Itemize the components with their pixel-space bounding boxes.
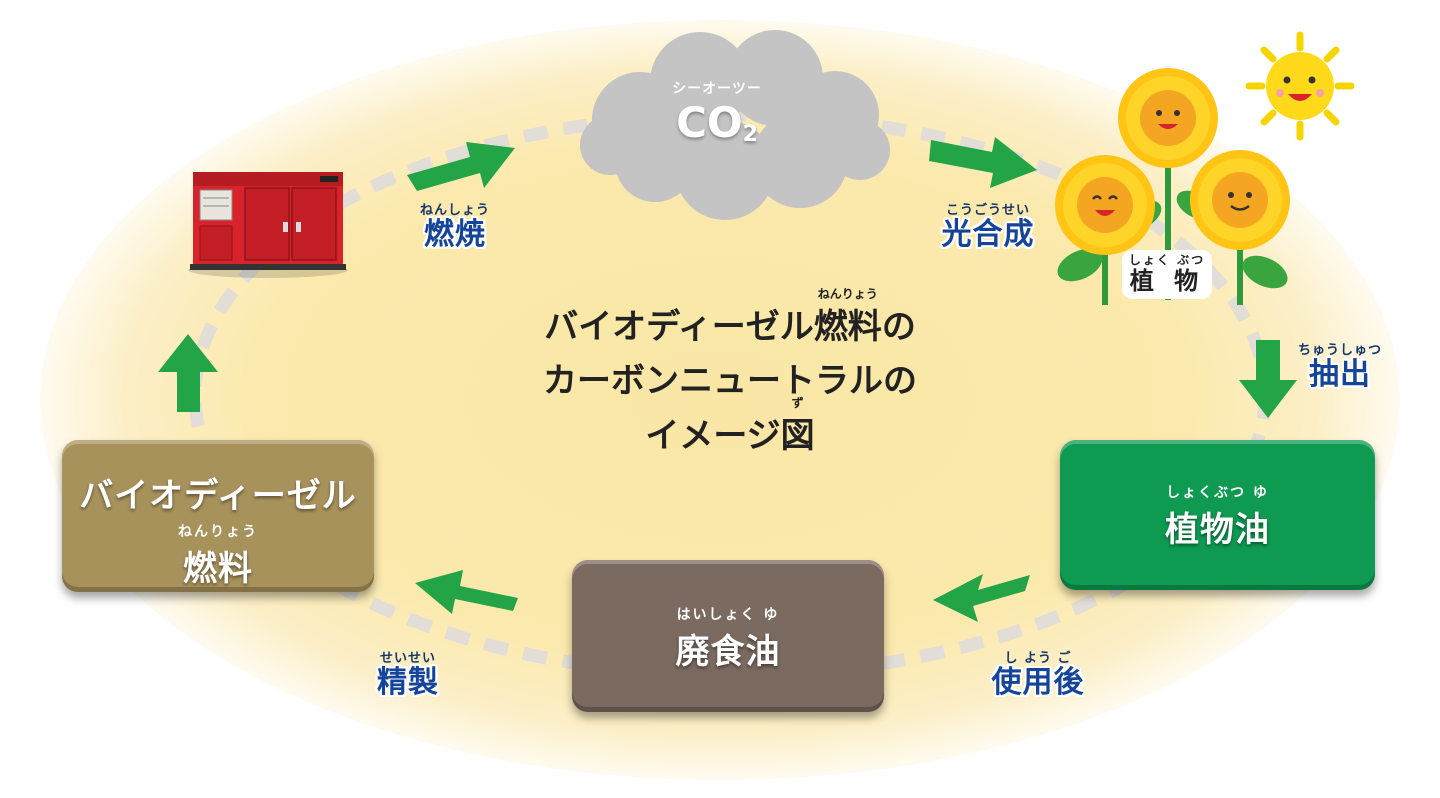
arrow-photosynthesis — [929, 137, 1037, 188]
step-photosynthesis: こうごうせい 光合成 — [918, 204, 1058, 250]
title-line-1-ruby-reading: ねんりょう — [817, 287, 878, 301]
box-biodiesel-label2: 燃料 — [183, 549, 253, 589]
title-line-1-a: バイオディーゼル — [544, 307, 814, 347]
title-line-1-b: の — [881, 307, 916, 347]
step-refining: せいせい 精製 — [358, 652, 458, 698]
step-combustion: ねんしょう 燃焼 — [405, 204, 505, 250]
box-biodiesel-label: バイオディーゼル — [79, 476, 357, 516]
box-plant-oil: しょくぶつ ゆ 植物油 — [1060, 440, 1375, 590]
box-waste-oil: はいしょく ゆ 廃食油 — [572, 560, 884, 712]
title-line-2: カーボンニュートラルの — [470, 354, 990, 408]
title-line-1: バイオディーゼルねんりょう燃料の — [470, 288, 990, 354]
box-waste-oil-furigana: はいしょく ゆ — [676, 607, 780, 623]
step-photosynthesis-furigana: こうごうせい — [945, 203, 1030, 218]
co2-main: CO — [676, 98, 743, 147]
co2-text: CO2 — [612, 102, 822, 147]
box-biodiesel: バイオディーゼル ねんりょう 燃料 — [62, 440, 374, 592]
step-combustion-furigana: ねんしょう — [419, 203, 490, 218]
title-line-3: イメージず図 — [470, 397, 990, 463]
title-line-1-ruby: ねんりょう燃料 — [813, 288, 882, 354]
co2-label: シーオーツー CO2 — [612, 81, 822, 147]
plants-furigana: しょく ぶつ — [1128, 253, 1206, 267]
title-line-3-ruby: ず図 — [780, 397, 815, 463]
arrow-combustion — [407, 142, 515, 191]
co2-sub: 2 — [742, 122, 758, 147]
title-line-2-b: ルの — [849, 361, 917, 402]
title-line-3-ruby-text: 図 — [780, 415, 815, 456]
step-after-use-label: 使用後 — [991, 665, 1085, 700]
step-extraction-label: 抽出 — [1309, 357, 1371, 392]
step-photosynthesis-label: 光合成 — [941, 217, 1035, 252]
box-plant-oil-furigana: しょくぶつ ゆ — [1166, 485, 1269, 501]
box-plant-oil-label: 植物油 — [1165, 510, 1270, 550]
plants-text: 植 物 — [1129, 267, 1205, 295]
box-biodiesel-furigana: ねんりょう — [178, 524, 258, 540]
title-line-2-ruby-text: ラ — [815, 361, 849, 402]
title-line-1-ruby-text: 燃料 — [813, 307, 882, 347]
step-extraction-furigana: ちゅうしゅつ — [1297, 343, 1382, 358]
sun-icon — [1245, 31, 1355, 141]
title-line-3-ruby-reading: ず — [791, 395, 804, 410]
arrow-after-use — [933, 574, 1030, 622]
cloud-icon — [580, 30, 890, 220]
arrow-refining — [415, 570, 518, 614]
box-waste-oil-label: 廃食油 — [675, 632, 781, 672]
arrow-extraction — [1239, 340, 1297, 418]
generator-icon — [188, 172, 348, 278]
plants-label: しょく ぶつ 植 物 — [1122, 250, 1212, 299]
step-refining-furigana: せいせい — [379, 651, 436, 666]
diagram-title: バイオディーゼルねんりょう燃料の カーボンニュートラルの イメージず図 — [470, 288, 990, 463]
step-after-use-furigana: し よう ご — [1004, 651, 1072, 666]
step-extraction: ちゅうしゅつ 抽出 — [1290, 344, 1390, 390]
co2-furigana: シーオーツー — [672, 81, 762, 97]
title-line-3-a: イメージ — [645, 415, 781, 456]
step-combustion-label: 燃焼 — [424, 217, 486, 252]
step-after-use: し よう ご 使用後 — [968, 652, 1108, 698]
sunflower-icon — [1055, 68, 1290, 305]
arrow-icon — [158, 137, 1297, 622]
step-refining-label: 精製 — [377, 665, 439, 700]
title-line-2-a: カーボンニュート — [543, 361, 815, 402]
arrow-up — [158, 334, 218, 412]
